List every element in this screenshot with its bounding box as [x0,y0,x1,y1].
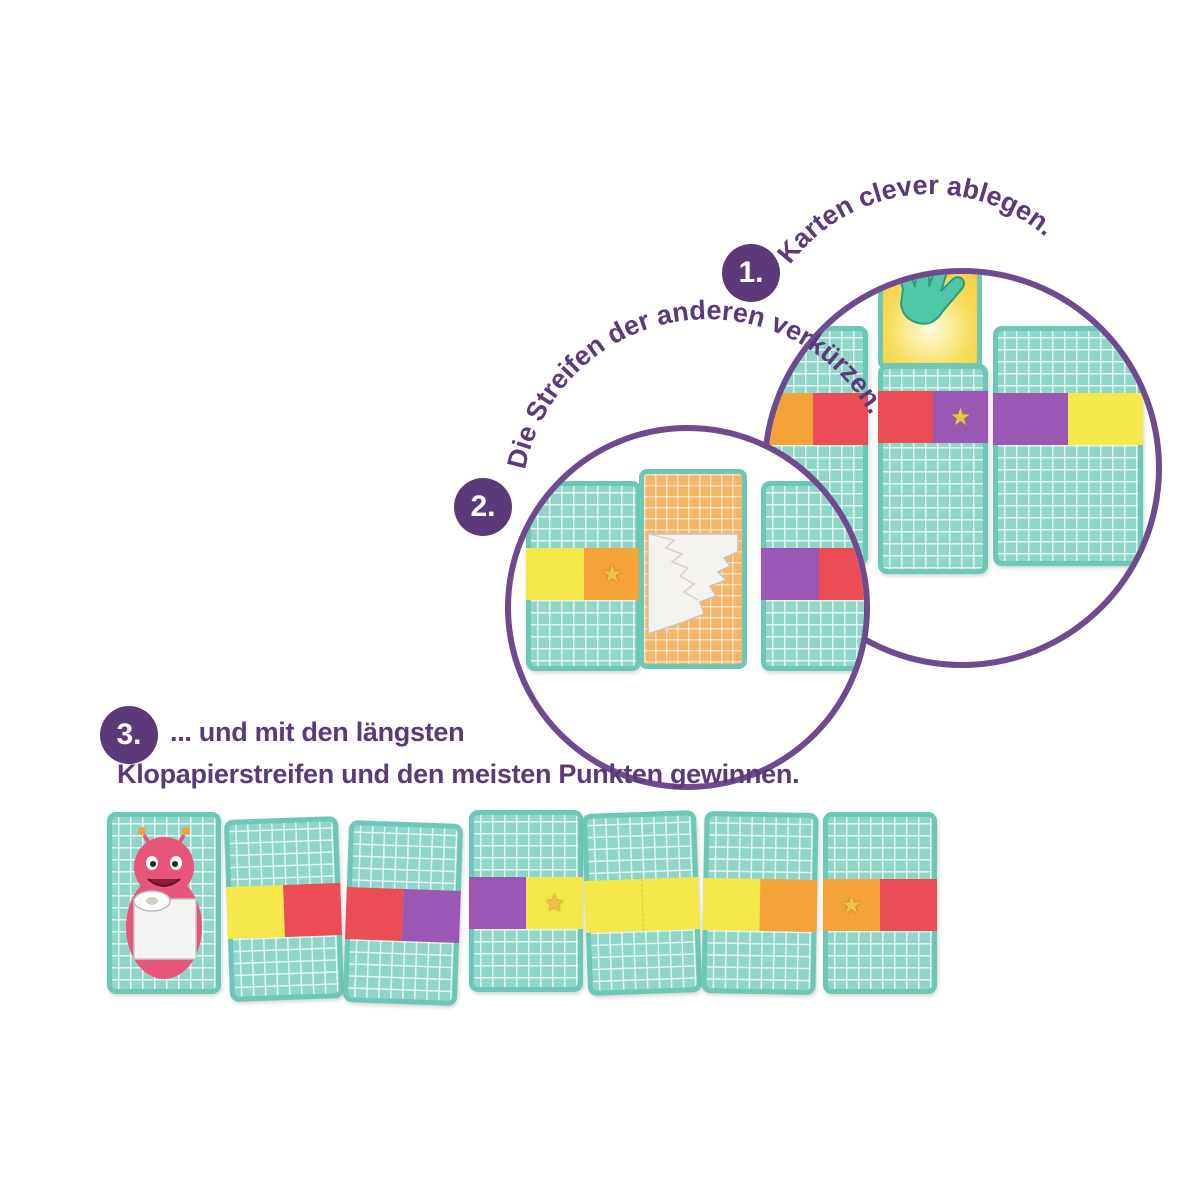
circle1-card-right [993,326,1143,566]
torn-paper-icon [647,533,739,636]
star-icon: ★ [543,889,566,917]
step-3-line2: Klopapierstreifen und den meisten Punkte… [117,759,800,789]
star-icon: ★ [949,403,972,431]
row-card-5 [581,810,703,996]
step-2-badge: 2. [454,478,512,536]
row-card-2 [223,816,345,1002]
circle2-card-right [761,481,864,671]
circle1-card-mid: ★ [878,364,988,574]
row-card-4: ★ [469,810,583,992]
row-card-6 [701,811,819,995]
step-2-circle: ★ [505,425,870,790]
hand-icon [897,274,965,325]
step-1-badge: 1. [722,244,780,302]
monster-icon [126,827,202,979]
torn-paper-action-card [639,469,747,669]
step-3-badge: 3. [100,706,158,764]
row-card-7: ★ [823,812,937,994]
row-card-3 [342,820,464,1006]
hand-action-card [878,274,982,368]
star-icon: ★ [601,560,623,588]
star-icon: ★ [840,891,863,919]
toilet-roll-icon [133,890,197,960]
step-3-line1: ... und mit den längsten [170,717,465,747]
monster-card [107,812,221,994]
circle2-card-left: ★ [526,481,641,671]
